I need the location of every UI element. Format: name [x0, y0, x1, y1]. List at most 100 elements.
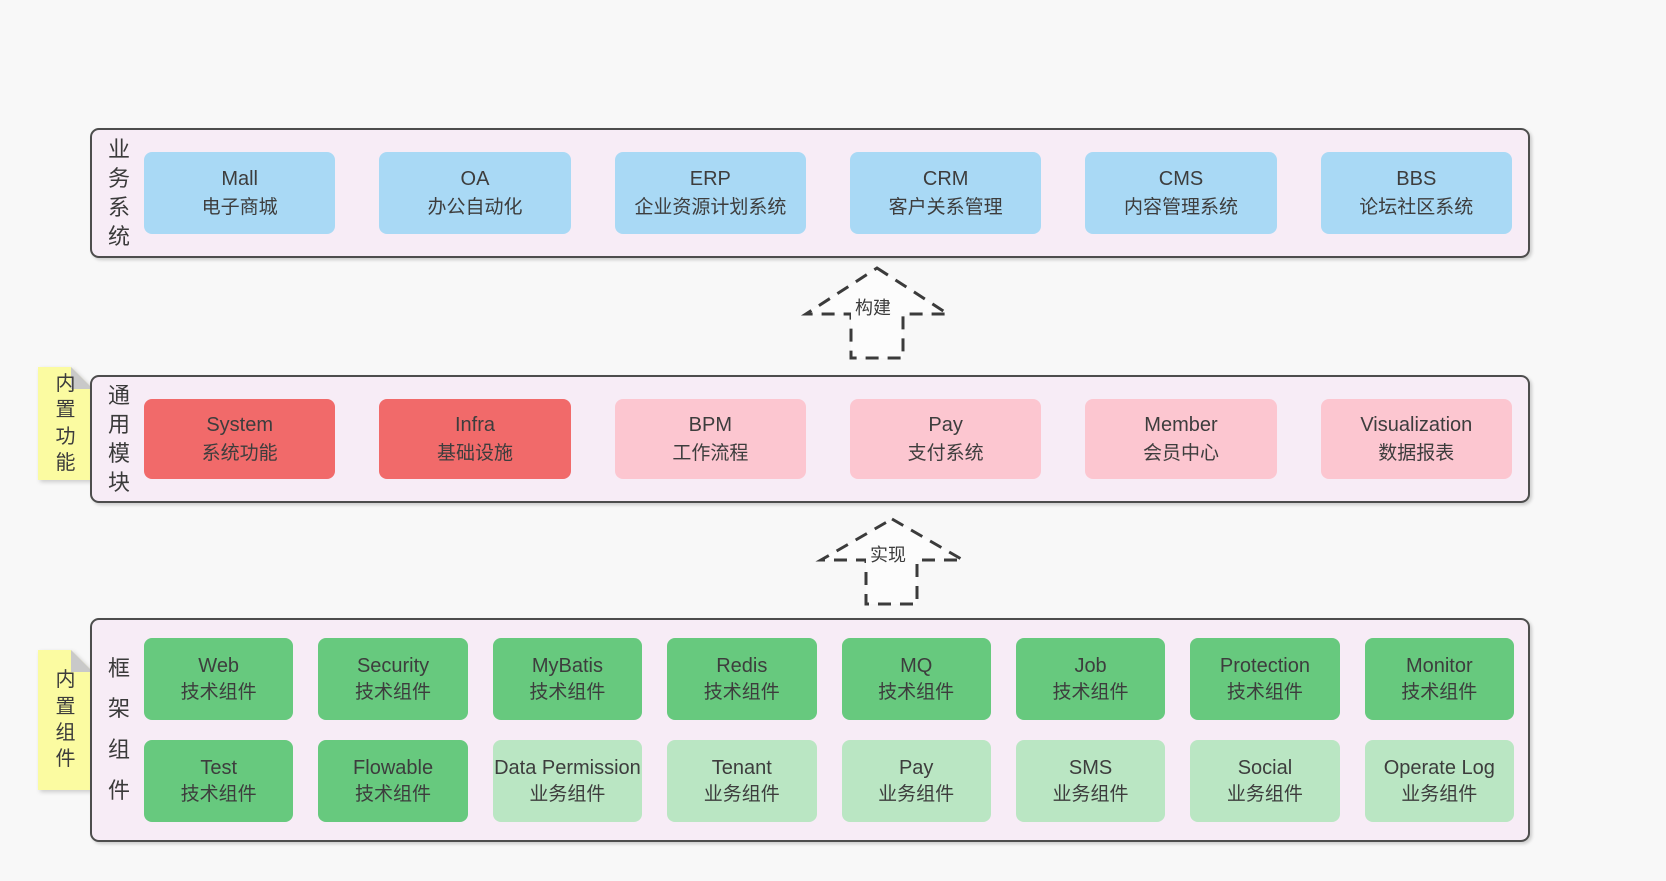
node-title: Data Permission: [494, 757, 641, 780]
node-sms: SMS 业务组件: [1015, 740, 1166, 822]
node-test: Test 技术组件: [144, 740, 294, 822]
node-title: Visualization: [1360, 413, 1473, 436]
node-subtitle: 支付系统: [907, 442, 984, 464]
node-protection: Protection 技术组件: [1190, 638, 1340, 720]
node-social: Social 业务组件: [1190, 740, 1340, 822]
node-title: Security: [356, 655, 430, 678]
node-subtitle: 基础设施: [436, 442, 513, 464]
node-title: SMS: [1068, 757, 1113, 780]
node-subtitle: 办公自动化: [427, 196, 523, 218]
node-title: Social: [1237, 757, 1293, 780]
node-subtitle: 电子商城: [201, 196, 278, 218]
node-title: Protection: [1219, 655, 1310, 678]
node-title: Member: [1144, 413, 1218, 436]
framework-row-2: Test 技术组件 Flowable 技术组件 Data Permission 业务组…: [144, 740, 1514, 822]
node-oa: OA 办公自动化: [379, 152, 571, 234]
node-operate-log: Operate Log 业务组件: [1364, 740, 1514, 822]
node-monitor: Monitor 技术组件: [1364, 638, 1514, 720]
node-subtitle: 技术组件: [180, 681, 257, 703]
node-subtitle: 论坛社区系统: [1359, 196, 1474, 218]
node-subtitle: 数据报表: [1378, 442, 1455, 464]
panel-framework-components: 框架组件 Web 技术组件 Security 技术组件 MyBatis 技术组件 Re…: [90, 618, 1530, 842]
node-subtitle: 业务组件: [703, 783, 780, 805]
node-flowable: Flowable 技术组件: [318, 740, 468, 822]
node-subtitle: 客户关系管理: [888, 196, 1003, 218]
node-pay-component: Pay 业务组件: [841, 740, 991, 822]
layer-label-common-modules: 通用模块: [107, 382, 130, 496]
arrow-build-label: 构建: [851, 293, 895, 321]
node-tenant: Tenant 业务组件: [667, 740, 817, 822]
node-subtitle: 技术组件: [180, 783, 257, 805]
node-cms: CMS 内容管理系统: [1085, 152, 1277, 234]
folded-corner: [71, 367, 93, 389]
node-mybatis: MyBatis 技术组件: [492, 638, 643, 720]
node-title: Test: [200, 757, 238, 780]
node-system: System 系统功能: [144, 399, 336, 479]
node-bbs: BBS 论坛社区系统: [1320, 152, 1512, 234]
layer-label-framework-components: 框架组件: [107, 655, 130, 803]
sticky-note-shape: [38, 367, 93, 480]
node-subtitle: 业务组件: [529, 783, 606, 805]
node-subtitle: 系统功能: [201, 442, 278, 464]
node-title: BBS: [1396, 167, 1437, 190]
business-systems-row: Mall 电子商城 OA 办公自动化 ERP 企业资源计划系统 CRM 客户关系管理 C…: [134, 152, 1528, 234]
node-title: BPM: [688, 413, 732, 436]
node-subtitle: 会员中心: [1142, 442, 1219, 464]
node-pay-system: Pay 支付系统: [849, 399, 1042, 479]
node-subtitle: 业务组件: [1226, 783, 1303, 805]
node-subtitle: 技术组件: [703, 681, 780, 703]
node-subtitle: 业务组件: [1052, 783, 1129, 805]
node-title: Mall: [221, 167, 258, 190]
folded-corner: [71, 650, 93, 672]
node-member: Member 会员中心: [1085, 399, 1277, 479]
node-subtitle: 技术组件: [529, 681, 606, 703]
sticky-note-label: 内置组件: [55, 669, 76, 771]
node-visualization: Visualization 数据报表: [1320, 399, 1512, 479]
sticky-note-shape: [38, 650, 93, 790]
node-mall: Mall 电子商城: [144, 152, 336, 234]
node-title: Operate Log: [1383, 757, 1495, 780]
node-title: System: [206, 413, 273, 436]
node-title: MQ: [900, 655, 933, 678]
node-title: Pay: [898, 757, 934, 780]
node-title: CRM: [922, 167, 969, 190]
arrow-implement-label: 实现: [866, 540, 910, 568]
node-subtitle: 技术组件: [355, 681, 432, 703]
node-title: Flowable: [353, 757, 434, 780]
node-title: Tenant: [711, 757, 772, 780]
node-web: Web 技术组件: [144, 638, 294, 720]
node-subtitle: 业务组件: [1401, 783, 1478, 805]
node-crm: CRM 客户关系管理: [849, 152, 1042, 234]
node-subtitle: 技术组件: [1401, 681, 1478, 703]
node-subtitle: 内容管理系统: [1123, 196, 1238, 218]
node-title: Web: [198, 655, 240, 678]
node-subtitle: 企业资源计划系统: [634, 196, 787, 218]
layer-label-business-systems: 业务系统: [107, 136, 130, 250]
node-subtitle: 技术组件: [1226, 681, 1303, 703]
node-bpm: BPM 工作流程: [614, 399, 806, 479]
node-subtitle: 技术组件: [355, 783, 432, 805]
sticky-note-built-in-components: 内置组件: [38, 650, 93, 790]
panel-business-systems: 业务系统 Mall 电子商城 OA 办公自动化 ERP 企业资源计划系统 CRM 客户关…: [90, 128, 1530, 258]
node-title: ERP: [689, 167, 731, 190]
sticky-note-built-in-features: 内置功能: [38, 367, 93, 480]
node-title: Pay: [928, 413, 963, 436]
node-erp: ERP 企业资源计划系统: [614, 152, 806, 234]
node-title: MyBatis: [531, 655, 603, 678]
node-title: Job: [1074, 655, 1107, 678]
node-subtitle: 技术组件: [878, 681, 955, 703]
sticky-note-label: 内置功能: [55, 372, 76, 474]
node-subtitle: 业务组件: [878, 783, 955, 805]
node-subtitle: 工作流程: [672, 442, 749, 464]
node-title: OA: [460, 167, 490, 190]
node-title: Monitor: [1405, 655, 1473, 678]
node-mq: MQ 技术组件: [841, 638, 991, 720]
node-title: CMS: [1158, 167, 1204, 190]
